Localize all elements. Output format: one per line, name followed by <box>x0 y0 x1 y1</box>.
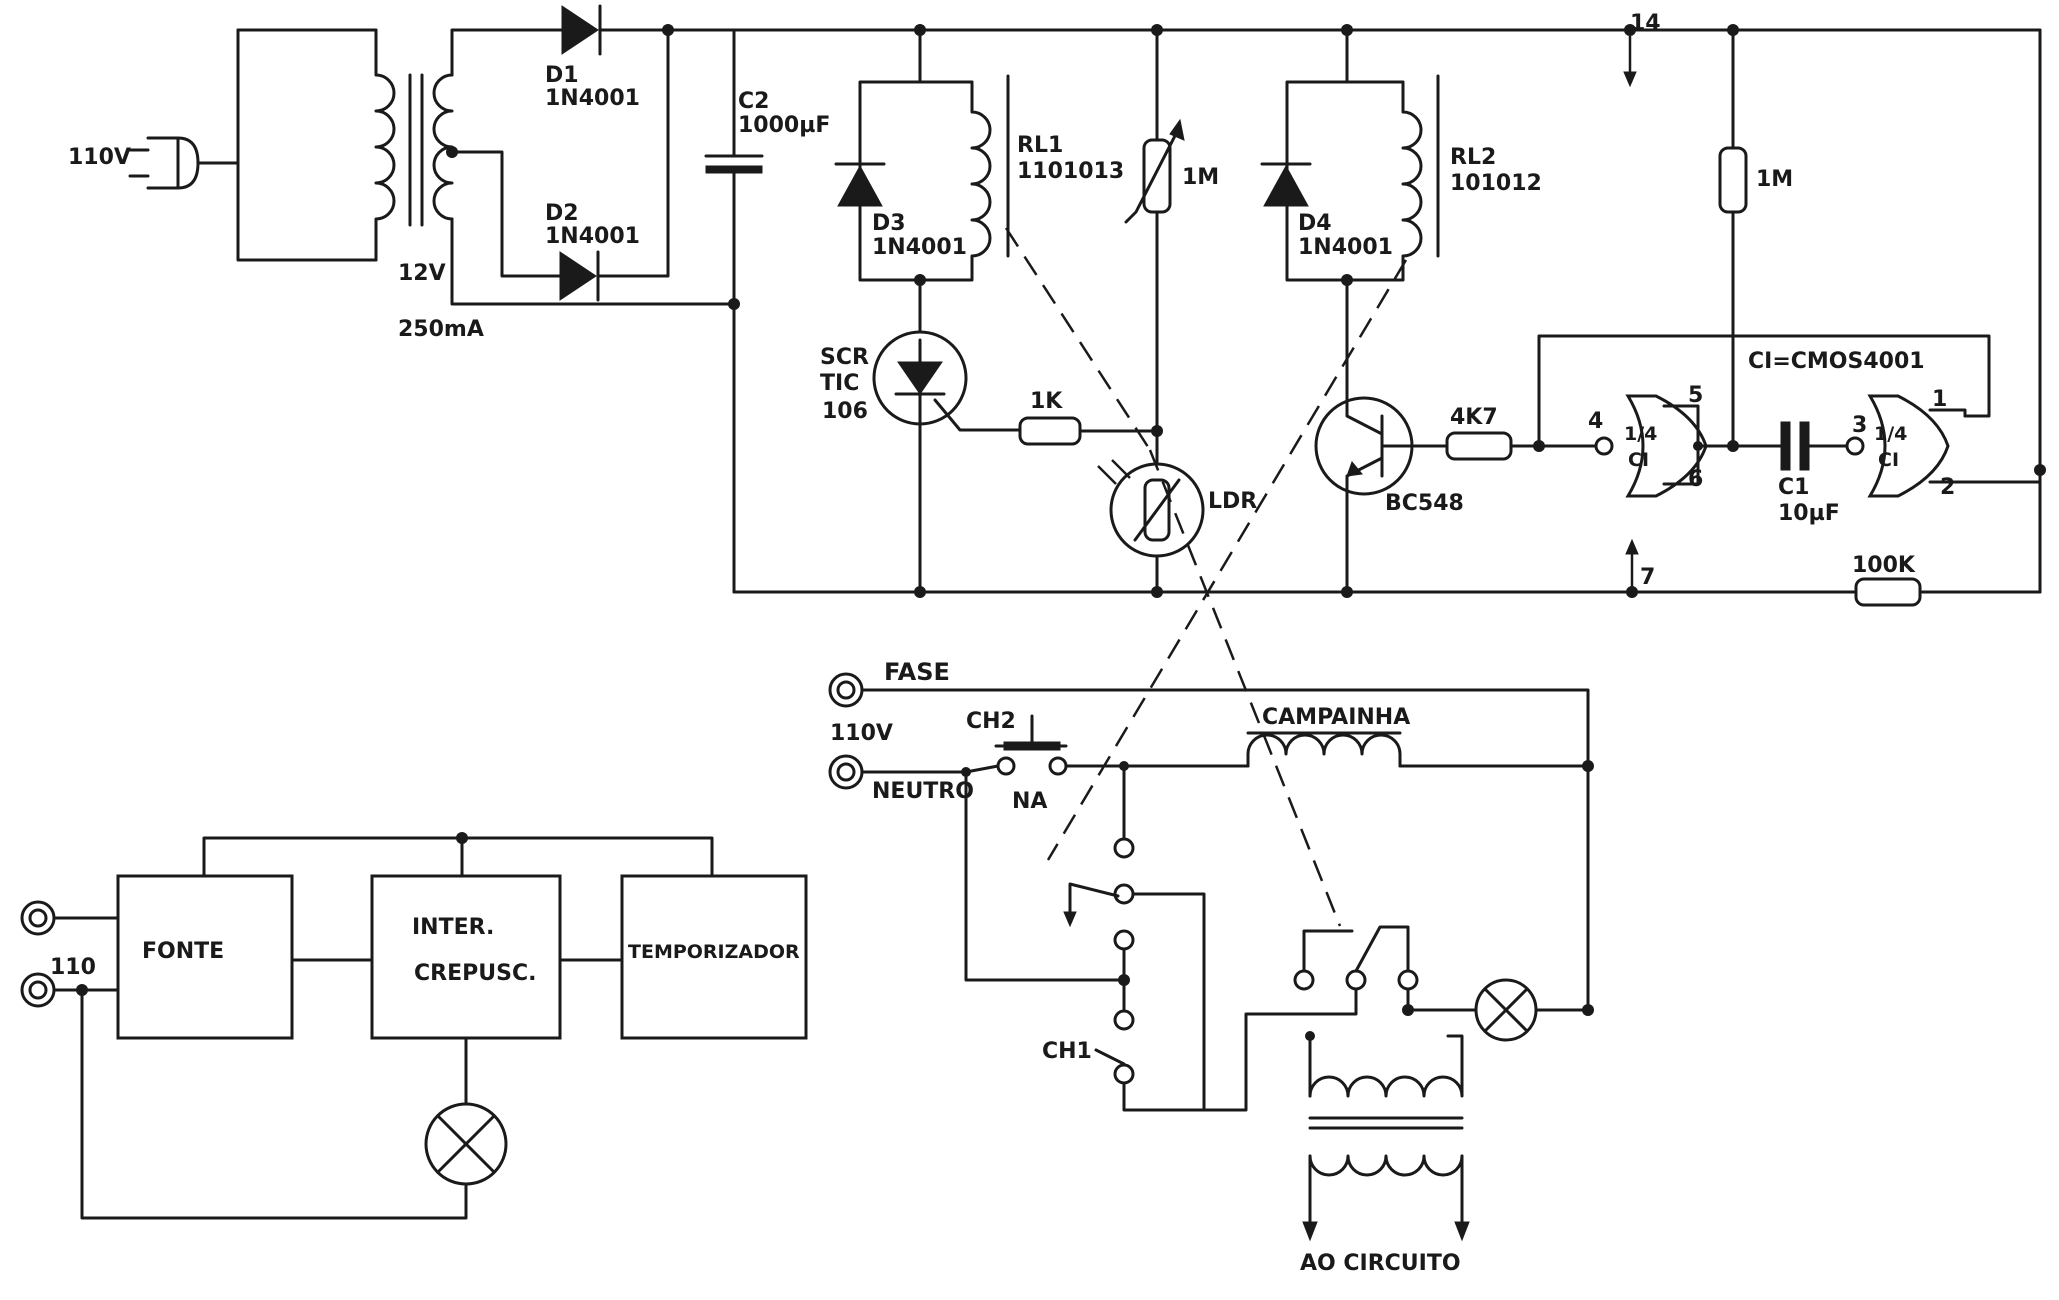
neutro-label: NEUTRO <box>872 779 974 804</box>
lamp-icon <box>1474 978 1538 1042</box>
bell-coil-icon <box>1246 731 1402 768</box>
resistor-icon <box>1445 431 1513 461</box>
mains-voltage-label: 110V <box>830 721 893 746</box>
scr-ref: SCR <box>820 345 869 370</box>
d2-ref: D2 <box>545 201 579 226</box>
input-voltage-label: 110V <box>68 145 131 170</box>
gate-a-label-bottom: CI <box>1628 449 1649 471</box>
switch-icon <box>1293 925 1419 991</box>
rl2-link-line <box>1046 259 1408 861</box>
gate-a-pin-5: 5 <box>1688 383 1703 408</box>
transformer-voltage: 12V <box>398 261 446 286</box>
terminal-icon <box>20 972 56 1008</box>
block-temporizador <box>620 874 808 1040</box>
transformer-icon <box>1308 1034 1464 1177</box>
c1-value: 10µF <box>1778 501 1840 526</box>
block-input-label: 110 <box>50 955 96 980</box>
d3-ref: D3 <box>872 211 906 236</box>
terminal-icon <box>20 900 56 936</box>
r-1k-label: 1K <box>1030 389 1063 414</box>
rl2-value: 101012 <box>1450 171 1542 196</box>
d4-ref: D4 <box>1298 211 1332 236</box>
na-label: NA <box>1012 789 1047 814</box>
gate-a-pin-in: 4 <box>1588 409 1603 434</box>
output-label: AO CIRCUITO <box>1300 1251 1461 1276</box>
power-supply: 110V 12V 250mA D1 1N4001 D2 1N4001 <box>68 4 2042 594</box>
relay-1-stage: D3 1N4001 RL1 1101013 SCR TIC 106 1K <box>820 24 1159 598</box>
capacitor-icon <box>704 28 764 594</box>
transformer-icon <box>374 28 454 262</box>
capacitor-icon <box>1780 421 1810 471</box>
d4-value: 1N4001 <box>1298 235 1393 260</box>
block-diagram: 110 FONTE INTER. CREPUSC. TEMPORIZADOR <box>20 832 808 1220</box>
block-inter-label-line2: CREPUSC. <box>414 961 536 986</box>
relay-coil-icon <box>918 74 1010 282</box>
switch-icon <box>1063 837 1135 951</box>
block-fonte <box>116 874 294 1040</box>
plug-icon <box>128 136 240 190</box>
gate-b-label-top: 1/4 <box>1874 423 1907 445</box>
mains-section: FASE 110V NEUTRO CH2 NA CAMPAINHA <box>828 658 1594 1276</box>
ci-note: CI=CMOS4001 <box>1748 349 1925 374</box>
d1-ref: D1 <box>545 63 579 88</box>
ldr-icon <box>1097 459 1205 558</box>
gate-b-label-bottom: CI <box>1878 449 1899 471</box>
bc548-label: BC548 <box>1385 491 1464 516</box>
resistor-icon <box>1854 577 1922 607</box>
campainha-label: CAMPAINHA <box>1262 705 1410 730</box>
pot-1m-label: 1M <box>1182 165 1219 190</box>
timer-stage: 14 1M CI=CMOS4001 4 5 6 1/4 CI <box>1537 11 2046 607</box>
c1-ref: C1 <box>1778 475 1809 500</box>
gate-a-label-top: 1/4 <box>1624 423 1657 445</box>
lamp-icon <box>424 1102 508 1186</box>
diode-icon <box>1260 162 1312 207</box>
gate-a-pin-6: 6 <box>1688 467 1703 492</box>
relay-coil-icon <box>1345 74 1440 282</box>
resistor-icon <box>1718 146 1748 214</box>
ch2-label: CH2 <box>966 709 1016 734</box>
potentiometer-icon <box>1124 118 1185 224</box>
rl1-link-line-lower <box>1148 449 1342 927</box>
rl2-ref: RL2 <box>1450 145 1496 170</box>
d1-value: 1N4001 <box>545 86 640 111</box>
c2-value: 1000µF <box>738 113 830 138</box>
gate-b-pin-1: 1 <box>1932 387 1947 412</box>
resistor-icon <box>1018 416 1082 446</box>
rl1-link-line-upper <box>1004 227 1152 451</box>
block-inter-crepusc <box>370 874 562 1040</box>
rl1-value: 1101013 <box>1017 159 1124 184</box>
d2-value: 1N4001 <box>545 224 640 249</box>
block-inter-label-line1: INTER. <box>412 915 494 940</box>
c2-ref: C2 <box>738 89 769 114</box>
gate-b-pin-in: 3 <box>1852 413 1867 438</box>
gate-b-pin-2: 2 <box>1940 475 1955 500</box>
rl1-ref: RL1 <box>1017 133 1063 158</box>
d3-value: 1N4001 <box>872 235 967 260</box>
ldr-label: LDR <box>1208 489 1257 514</box>
scr-type: TIC <box>820 371 859 396</box>
block-temporizador-label: TEMPORIZADOR <box>628 941 800 963</box>
r-4k7-label: 4K7 <box>1450 405 1498 430</box>
diode-icon <box>834 162 886 207</box>
fase-label: FASE <box>884 658 950 686</box>
nor-gate-icon <box>1594 394 1708 498</box>
relay-2-stage: D4 1N4001 RL2 101012 BC548 4K7 <box>1260 24 1598 598</box>
transformer-current: 250mA <box>398 317 484 342</box>
terminal-icon <box>828 754 864 790</box>
diode-icon <box>561 4 602 56</box>
diode-icon <box>559 250 600 302</box>
scr-icon <box>872 330 1022 432</box>
r-1m-label: 1M <box>1756 167 1793 192</box>
pin-7-label: 7 <box>1640 565 1655 590</box>
ch1-label: CH1 <box>1042 1039 1092 1064</box>
ldr-branch: 1M LDR <box>1097 24 1257 598</box>
nor-gate-icon <box>1845 394 1950 498</box>
r-100k-label: 100K <box>1852 553 1916 578</box>
block-fonte-label: FONTE <box>142 939 224 964</box>
scr-value: 106 <box>822 399 868 424</box>
terminal-icon <box>828 672 864 708</box>
